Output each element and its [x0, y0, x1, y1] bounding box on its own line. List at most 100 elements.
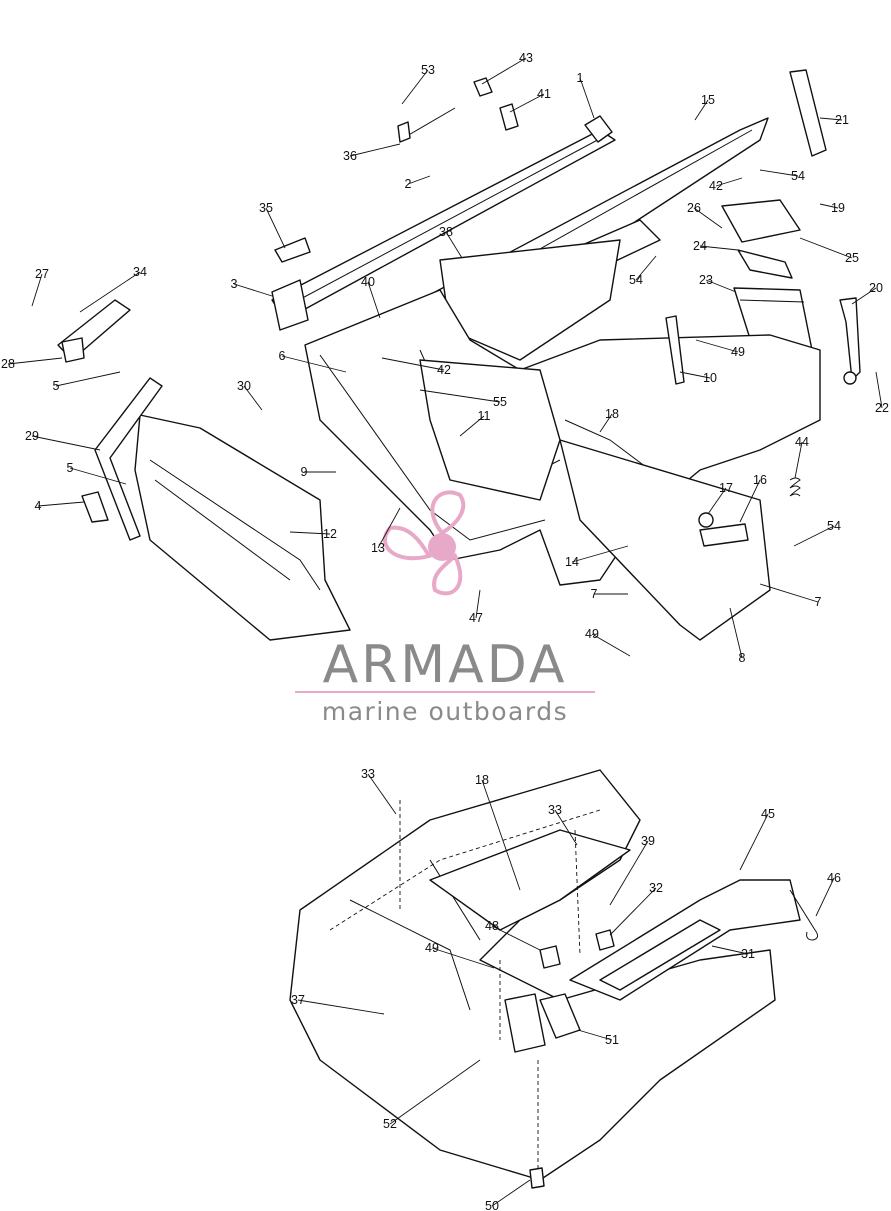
callout-leader-line [481, 779, 521, 891]
callout-7: 7 [591, 587, 598, 601]
pin-36 [397, 121, 411, 143]
callout-leader-line [243, 385, 263, 411]
callout-leader-line [599, 413, 613, 433]
plate-16 [699, 523, 749, 547]
watermark: ARMADA marine outboards [295, 490, 595, 726]
callout-23: 23 [699, 273, 713, 287]
clip-35 [274, 237, 311, 263]
callout-leader-line [367, 773, 397, 815]
callout-13: 13 [371, 541, 385, 555]
callout-leader-line [759, 169, 799, 177]
callout-32: 32 [649, 881, 663, 895]
grille-12 [134, 414, 351, 641]
callout-leader-line [759, 583, 819, 603]
callout-leader-line [349, 143, 401, 157]
callout-54: 54 [827, 519, 841, 533]
callout-21: 21 [835, 113, 849, 127]
callout-54: 54 [629, 273, 643, 287]
callout-37: 37 [291, 993, 305, 1007]
callout-54: 54 [791, 169, 805, 183]
callout-leader-line [815, 877, 835, 917]
callout-9: 9 [301, 465, 308, 479]
callout-leader-line [729, 607, 743, 659]
knob-17 [698, 512, 714, 528]
callout-leader-line [739, 813, 769, 871]
callout-leader-line [289, 531, 331, 535]
plate-52 [504, 993, 546, 1053]
callout-17: 17 [719, 481, 733, 495]
callout-27: 27 [35, 267, 49, 281]
callout-leader-line [579, 77, 595, 119]
callout-24: 24 [693, 239, 707, 253]
callout-44: 44 [795, 435, 809, 449]
callout-26: 26 [687, 201, 701, 215]
callout-leader-line [69, 467, 127, 485]
callout-7: 7 [815, 595, 822, 609]
callout-leader-line [475, 589, 481, 619]
callout-leader-line [491, 1179, 531, 1207]
callout-35: 35 [259, 201, 273, 215]
callout-42: 42 [437, 363, 451, 377]
callout-leader-line [481, 57, 527, 85]
bracket-21 [789, 69, 827, 157]
block-51 [539, 993, 581, 1039]
callout-leader-line [377, 507, 401, 549]
callout-5: 5 [53, 379, 60, 393]
handle-20 [839, 297, 861, 381]
callout-leader-line [7, 357, 63, 365]
callout-41: 41 [537, 87, 551, 101]
callout-22: 22 [875, 401, 889, 415]
callout-42: 42 [709, 179, 723, 193]
callout-51: 51 [605, 1033, 619, 1047]
callout-leader-line [491, 925, 541, 951]
callout-6: 6 [279, 349, 286, 363]
callout-49: 49 [425, 941, 439, 955]
callout-39: 39 [641, 834, 655, 848]
callout-11: 11 [478, 409, 491, 423]
callout-leader-line [715, 177, 743, 187]
bolt-41 [499, 103, 519, 131]
callout-14: 14 [565, 555, 579, 569]
callout-leader-line [851, 287, 877, 305]
callout-30: 30 [237, 379, 251, 393]
callout-leader-line [431, 947, 495, 969]
callout-leader-line [31, 273, 43, 307]
callout-52: 52 [383, 1117, 397, 1131]
latch-1 [584, 115, 613, 143]
clip-4 [81, 491, 109, 523]
callout-leader-line [591, 633, 631, 657]
callout-4: 4 [35, 499, 42, 513]
callout-leader-line [407, 175, 431, 185]
callout-leader-line [459, 415, 485, 437]
callout-leader-line [793, 525, 835, 547]
side-bracket-left [271, 279, 309, 331]
callout-leader-line [609, 840, 649, 906]
callout-28: 28 [1, 357, 15, 371]
block-25 [721, 199, 801, 243]
callout-leader-line [819, 203, 839, 209]
arm-29 [94, 377, 163, 541]
strip-31 [599, 919, 721, 991]
callout-8: 8 [739, 651, 746, 665]
callout-leader-line [401, 69, 429, 105]
callout-leader-line [79, 271, 141, 313]
callout-leader-line [389, 1059, 481, 1125]
callout-43: 43 [519, 51, 533, 65]
callout-29: 29 [25, 429, 39, 443]
spring-44 [789, 477, 801, 497]
callout-1: 1 [577, 71, 584, 85]
callout-leader-line [509, 93, 545, 113]
callout-leader-line [635, 255, 657, 281]
callout-31: 31 [741, 947, 755, 961]
callout-3: 3 [231, 277, 238, 291]
callout-leader-line [367, 281, 381, 319]
screw-50 [529, 1167, 545, 1189]
callout-leader-line [739, 479, 761, 523]
callout-leader-line [609, 887, 657, 936]
callout-40: 40 [361, 275, 375, 289]
callout-49: 49 [585, 627, 599, 641]
watermark-brand: ARMADA [323, 635, 568, 695]
callout-leader-line [554, 809, 578, 846]
